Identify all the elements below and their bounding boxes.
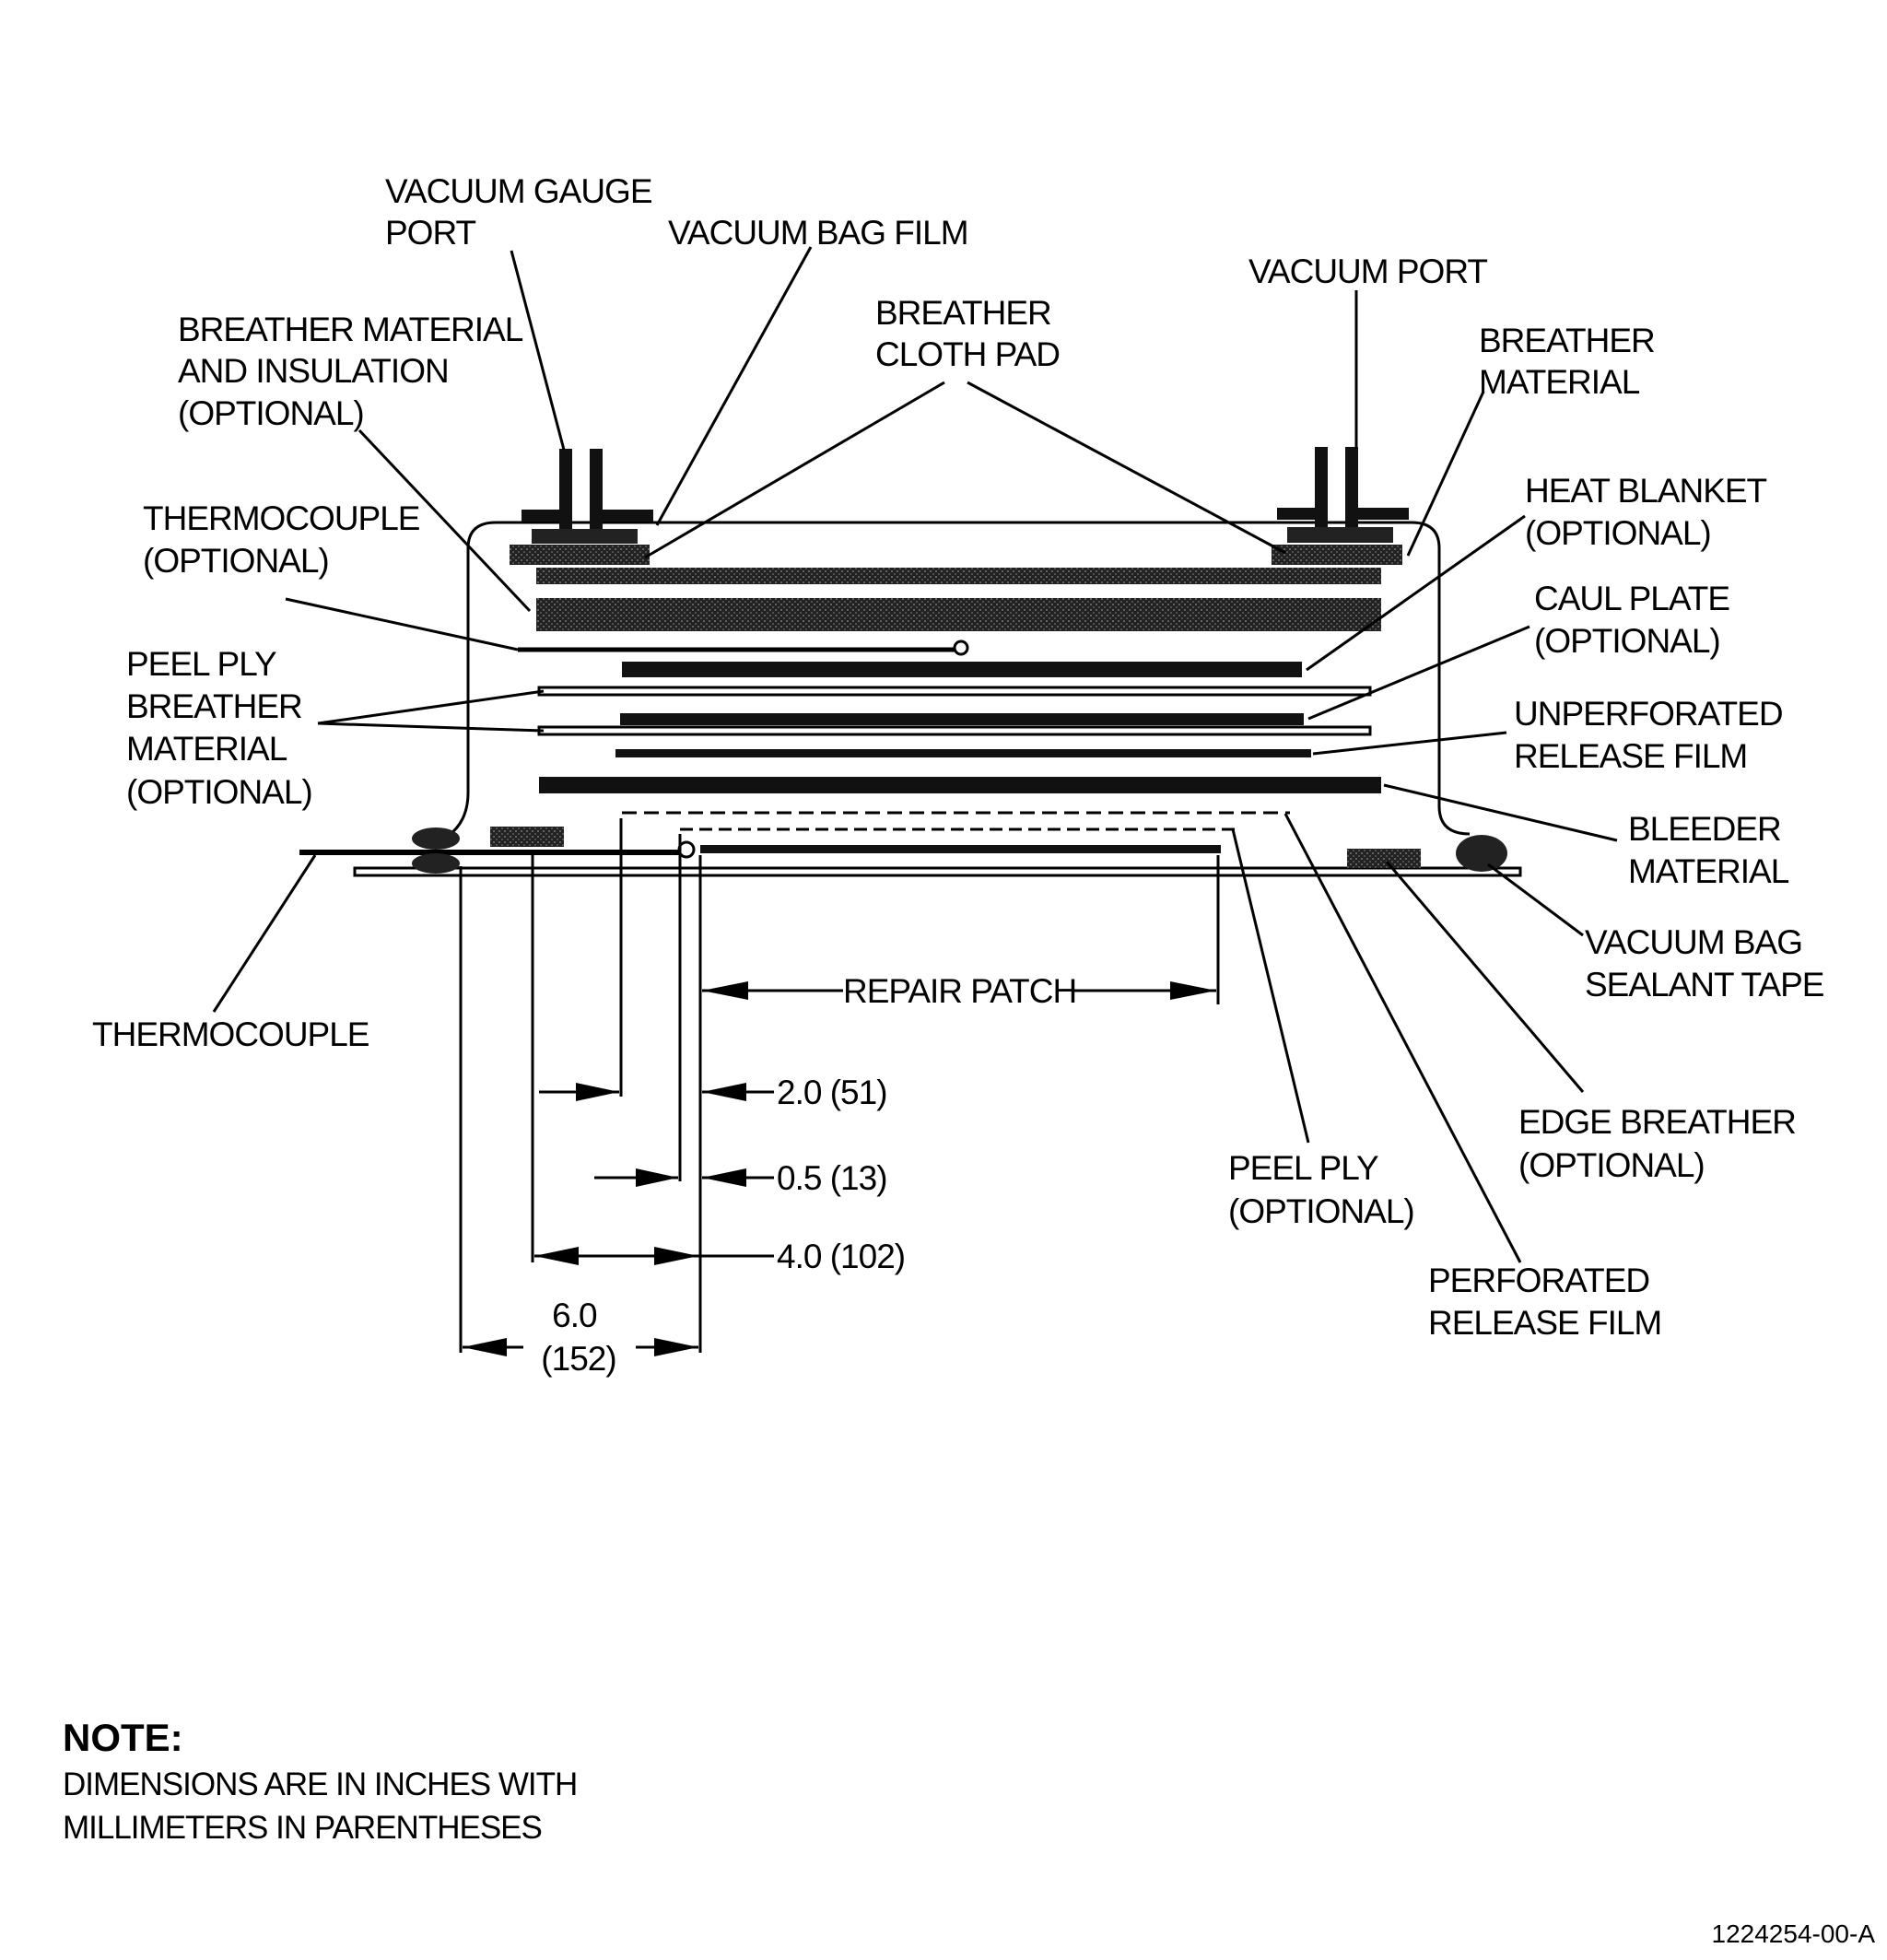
sealant-tape-left-bottom bbox=[412, 853, 460, 874]
edge-breather-left bbox=[490, 827, 564, 847]
label-breather-material: BREATHER MATERIAL bbox=[1479, 322, 1663, 401]
label-perforated-release-film: PERFORATED RELEASE FILM bbox=[1428, 1262, 1661, 1342]
note-title: NOTE: bbox=[63, 1716, 183, 1759]
dim-6-0: 6.0 (152) bbox=[541, 1297, 615, 1378]
peel-ply-breather-lower bbox=[537, 725, 1372, 736]
tool-surface bbox=[353, 866, 1522, 877]
dim-4-0: 4.0 (102) bbox=[777, 1238, 905, 1275]
label-edge-breather: EDGE BREATHER (OPTIONAL) bbox=[1518, 1103, 1804, 1184]
layup-assembly bbox=[299, 447, 1522, 877]
figure-id: 1224254-00-A bbox=[1712, 1919, 1876, 1948]
dim-2-0: 2.0 (51) bbox=[777, 1074, 887, 1111]
breather-insulation-layer bbox=[536, 598, 1381, 631]
label-heat-blanket: HEAT BLANKET (OPTIONAL) bbox=[1525, 472, 1775, 552]
component-labels: VACUUM GAUGE PORT VACUUM BAG FILM BREATH… bbox=[92, 172, 1825, 1342]
thermocouple-optional-tip bbox=[953, 640, 969, 656]
label-peel-ply-optional: PEEL PLY (OPTIONAL) bbox=[1228, 1149, 1414, 1230]
label-bleeder-material: BLEEDER MATERIAL bbox=[1628, 810, 1789, 890]
dim-repair-patch: REPAIR PATCH bbox=[843, 972, 1076, 1010]
note-body: DIMENSIONS ARE IN INCHES WITH MILLIMETER… bbox=[63, 1766, 585, 1846]
sealant-tape-right bbox=[1456, 835, 1507, 872]
breather-cloth-pad-left bbox=[510, 545, 650, 565]
breather-cloth-pad-right bbox=[1272, 545, 1402, 565]
label-vacuum-bag-sealant-tape: VACUUM BAG SEALANT TAPE bbox=[1585, 923, 1824, 1003]
label-vacuum-port: VACUUM PORT bbox=[1248, 252, 1487, 290]
dimension-lines bbox=[459, 818, 1220, 1356]
label-breather-insulation: BREATHER MATERIAL AND INSULATION (OPTION… bbox=[178, 311, 530, 432]
label-thermocouple-optional: THERMOCOUPLE (OPTIONAL) bbox=[143, 499, 428, 580]
label-caul-plate: CAUL PLATE (OPTIONAL) bbox=[1534, 580, 1738, 660]
label-unperforated-release-film: UNPERFORATED RELEASE FILM bbox=[1514, 695, 1791, 775]
label-peel-ply-breather: PEEL PLY BREATHER MATERIAL (OPTIONAL) bbox=[126, 645, 312, 811]
repair-patch-layer bbox=[700, 845, 1221, 853]
heat-blanket-layer bbox=[622, 662, 1302, 677]
label-vacuum-gauge-port: VACUUM GAUGE PORT bbox=[385, 172, 661, 252]
label-breather-cloth-pad: BREATHER CLOTH PAD bbox=[875, 294, 1060, 373]
note-block: NOTE: DIMENSIONS ARE IN INCHES WITH MILL… bbox=[63, 1716, 585, 1846]
dimension-labels: REPAIR PATCH 2.0 (51) 0.5 (13) 4.0 (102)… bbox=[541, 972, 1077, 1378]
vacuum-bag-film-outline bbox=[426, 521, 1471, 848]
peel-ply-breather-upper bbox=[537, 686, 1372, 697]
leader-lines bbox=[212, 246, 1618, 1263]
unperforated-release-film-layer bbox=[615, 749, 1311, 757]
sealant-tape-left-top bbox=[412, 827, 460, 850]
vacuum-gauge-port-fitting bbox=[522, 449, 653, 544]
caul-plate-layer bbox=[620, 713, 1304, 725]
label-vacuum-bag-film: VACUUM BAG FILM bbox=[668, 214, 968, 252]
label-thermocouple: THERMOCOUPLE bbox=[92, 1015, 369, 1053]
vacuum-port-fitting bbox=[1277, 447, 1409, 543]
edge-breather-right bbox=[1347, 849, 1421, 868]
breather-material-layer bbox=[536, 568, 1381, 584]
bleeder-material-layer bbox=[539, 777, 1381, 793]
dim-0-5: 0.5 (13) bbox=[777, 1159, 887, 1197]
